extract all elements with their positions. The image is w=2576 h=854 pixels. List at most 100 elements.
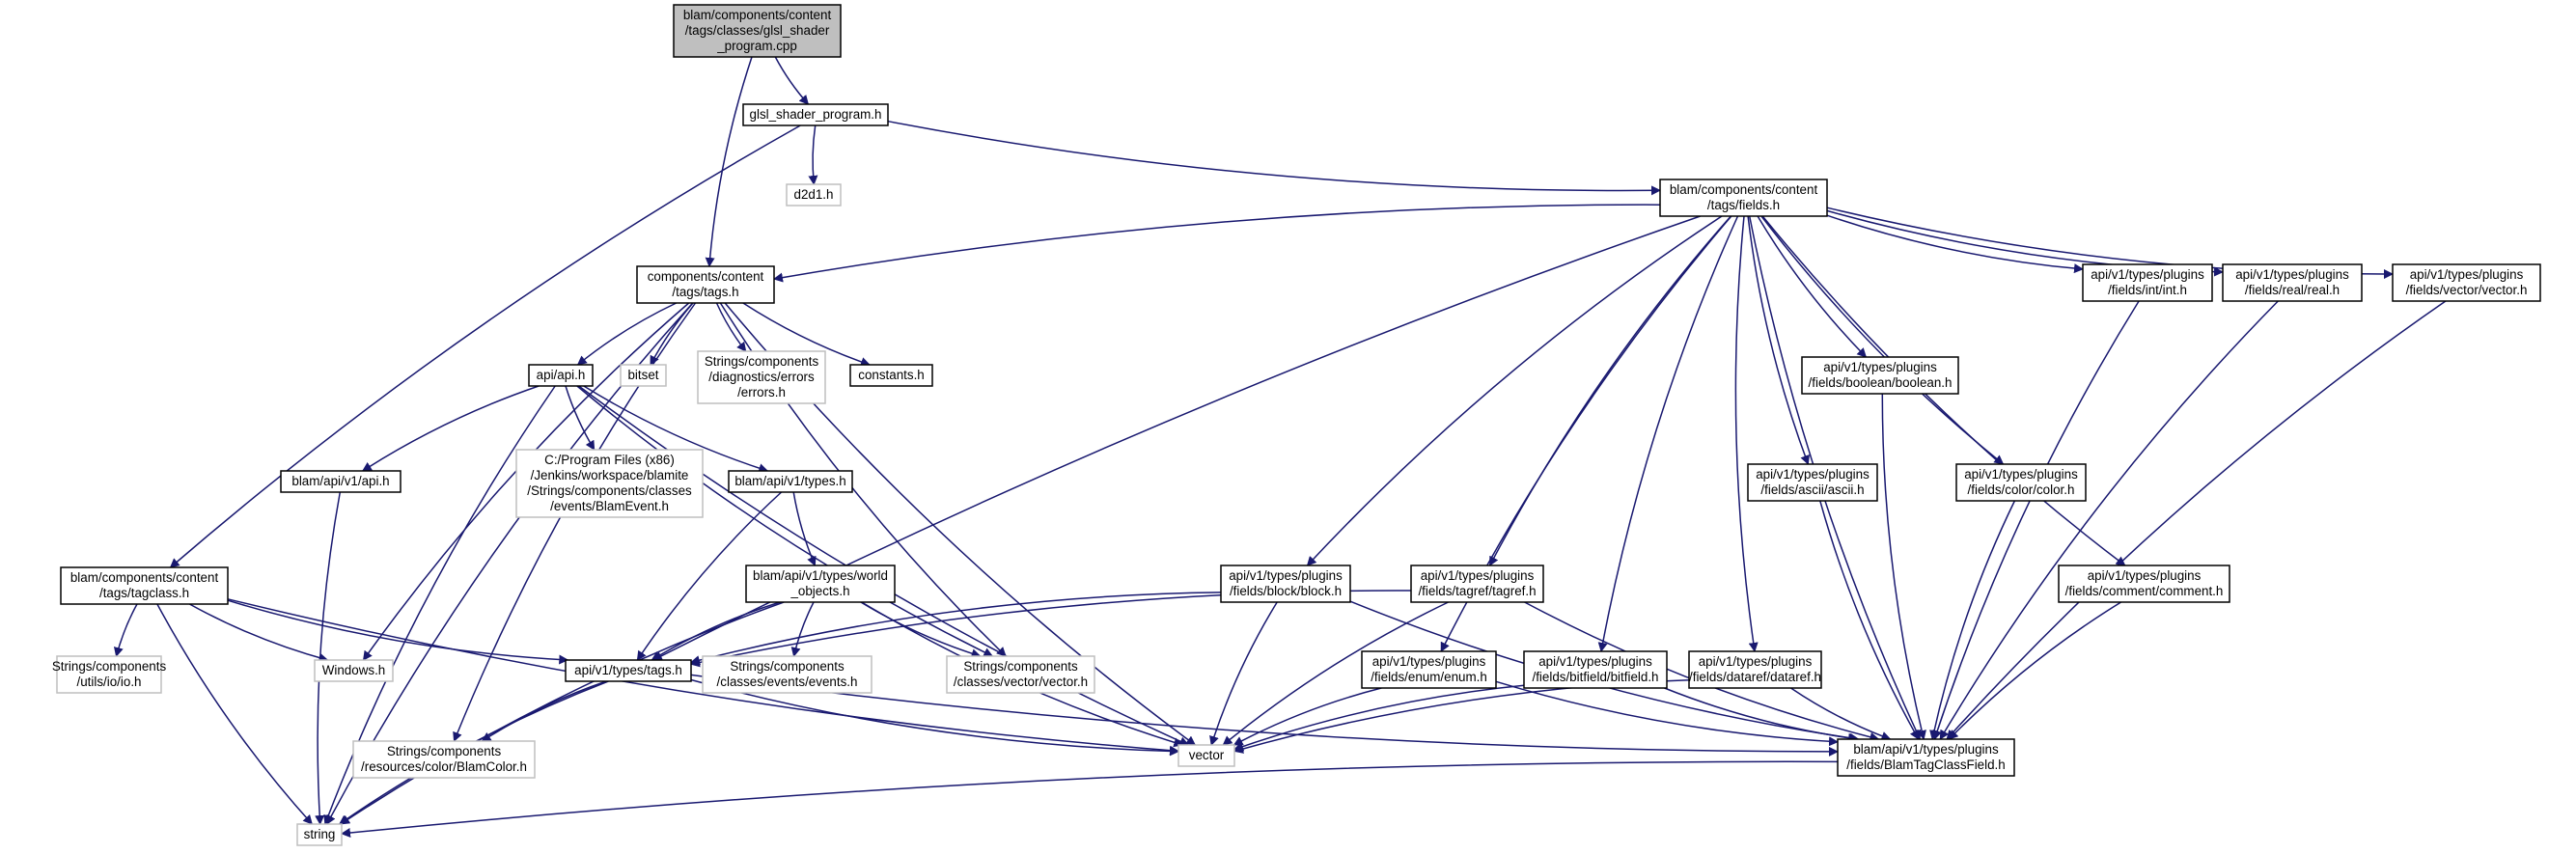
node-blam-api-v1-types-h[interactable]: blam/api/v1/types.h [728,470,853,493]
node-io-h: Strings/components/utils/io/io.h [52,655,167,694]
node-label-line: string [304,827,336,841]
node-label-line: /tags/tagclass.h [99,586,189,600]
node-vector: vector [1177,744,1235,767]
edge-api-v1-types-tags-h-to-blamcolor-h [481,680,607,742]
node-dataref-h[interactable]: api/v1/types/plugins/fields/dataref/data… [1688,650,1822,689]
edge-blam-tags-fields-h-to-tagref-h [1488,215,1731,566]
node-box [745,565,896,603]
edges-layer [113,56,2447,838]
node-box [56,655,162,694]
node-d2d1-h: d2d1.h [786,183,842,207]
node-box [1659,179,1828,217]
node-label-line: /tags/classes/glsl_shader [685,23,830,38]
edge-glsl-shader-program-h-to-tagclass-h [169,124,801,568]
node-box [2058,565,2230,603]
node-label-line: /fields/dataref/dataref.h [1689,670,1821,684]
node-label-line: /tags/tags.h [672,285,738,299]
node-api-api-h[interactable]: api/api.h [528,364,594,387]
edge-api-api-h-to-blam-api-v1-api-h [361,385,540,472]
edge-blam-tags-fields-h-to-block-h [1306,215,1723,566]
node-vector-plugin-h[interactable]: api/v1/types/plugins/fields/vector/vecto… [2392,263,2541,302]
node-box [565,659,692,682]
node-api-v1-types-tags-h[interactable]: api/v1/types/tags.h [565,659,692,682]
node-components-tags-h[interactable]: components/content/tags/tags.h [636,265,775,304]
edge-api-v1-types-tags-h-to-vector [690,678,1179,757]
node-label-line: /fields/boolean/boolean.h [1809,375,1953,390]
node-label-line: /fields/int/int.h [2108,283,2187,297]
node-box [849,364,933,387]
node-box [1688,650,1822,689]
node-box [1177,744,1235,767]
edge-blamtagclassfield-h-to-string [341,760,1839,838]
edge-tagclass-h-to-api-v1-types-tags-h [227,599,569,665]
node-box [2392,263,2541,302]
node-box [2082,263,2213,302]
node-box [1410,565,1544,603]
node-tagref-h[interactable]: api/v1/types/plugins/fields/tagref/tagre… [1410,565,1544,603]
node-int-h[interactable]: api/v1/types/plugins/fields/int/int.h [2082,263,2213,302]
edge-glsl-shader-program-cpp-to-glsl-shader-program-h [774,56,810,105]
node-label-line: blam/components/content [1670,182,1818,197]
node-tagclass-h[interactable]: blam/components/content/tags/tagclass.h [60,566,229,605]
node-box [60,566,229,605]
node-box [1837,738,2015,777]
node-block-h[interactable]: api/v1/types/plugins/fields/block/block.… [1220,565,1351,603]
node-label-line: api/v1/types/plugins [1756,467,1870,482]
node-label-line: /resources/color/BlamColor.h [361,759,527,774]
node-label-line: api/v1/types/plugins [2235,267,2349,282]
edge-real-h-to-blamtagclassfield-h [1939,300,2279,740]
node-box [1361,650,1497,689]
node-comment-h[interactable]: api/v1/types/plugins/fields/comment/comm… [2058,565,2230,603]
node-vector-vector-h: Strings/components/classes/vector/vector… [946,655,1095,694]
node-blamtagclassfield-h[interactable]: blam/api/v1/types/plugins/fields/BlamTag… [1837,738,2015,777]
edge-boolean-h-to-blamtagclassfield-h [1881,393,1926,740]
node-label-line: api/v1/types/plugins [1538,654,1652,669]
node-color-h[interactable]: api/v1/types/plugins/fields/color/color.… [1955,463,2087,502]
node-label-line: api/v1/types/plugins [1699,654,1813,669]
node-label-line: components/content [648,269,764,284]
edge-blam-tags-fields-h-to-dataref-h [1734,215,1759,652]
node-blam-api-v1-api-h[interactable]: blam/api/v1/api.h [280,470,402,493]
node-box [636,265,775,304]
edge-glsl-shader-program-cpp-to-components-tags-h [705,56,753,267]
edge-components-tags-h-to-windows-h [362,302,690,661]
node-box [786,183,842,207]
node-label-line: blam/api/v1/types/plugins [1853,742,1999,757]
node-label-line: Windows.h [322,663,386,677]
node-blam-api-v1-world-objects-h[interactable]: blam/api/v1/types/world_objects.h [745,565,896,603]
edge-comment-h-to-blamtagclassfield-h [1948,601,2121,740]
node-box [1801,356,1959,395]
node-blam-tags-fields-h[interactable]: blam/components/content/tags/fields.h [1659,179,1828,217]
node-label-line: /fields/color/color.h [1968,482,2075,497]
node-label-line: /fields/bitfield/bitfield.h [1532,670,1658,684]
node-glsl-shader-program-h[interactable]: glsl_shader_program.h [742,103,889,126]
node-label-line: /diagnostics/errors [708,370,815,384]
node-enum-h[interactable]: api/v1/types/plugins/fields/enum/enum.h [1361,650,1497,689]
node-box [528,364,594,387]
edge-api-api-h-to-blamevent-h [565,385,596,451]
node-real-h[interactable]: api/v1/types/plugins/fields/real/real.h [2222,263,2363,302]
node-ascii-h[interactable]: api/v1/types/plugins/fields/ascii/ascii.… [1747,463,1878,502]
node-label-line: _objects.h [789,584,849,598]
node-boolean-h[interactable]: api/v1/types/plugins/fields/boolean/bool… [1801,356,1959,395]
node-label-line: Strings/components [52,659,167,674]
node-blamevent-h: C:/Program Files (x86)/Jenkins/workspace… [515,449,704,518]
node-glsl-shader-program-cpp[interactable]: blam/components/content/tags/classes/gls… [673,4,842,58]
edge-blam-tags-fields-h-to-comment-h [1761,215,2126,566]
edge-blam-tags-fields-h-to-components-tags-h [773,204,1661,283]
node-box [1955,463,2087,502]
node-constants-h[interactable]: constants.h [849,364,933,387]
node-label-line: _program.cpp [716,39,797,53]
node-box [515,449,704,518]
node-label-line: /classes/vector/vector.h [954,675,1088,689]
node-box [946,655,1095,694]
node-box [314,659,394,682]
edge-api-api-h-to-string [323,385,556,825]
edge-tagref-h-to-vector [1222,601,1449,746]
node-label-line: blam/components/content [70,570,219,585]
node-box [702,655,873,694]
node-bitfield-h[interactable]: api/v1/types/plugins/fields/bitfield/bit… [1523,650,1668,689]
node-label-line: api/v1/types/plugins [2410,267,2524,282]
edge-glsl-shader-program-h-to-d2d1-h [808,124,818,185]
